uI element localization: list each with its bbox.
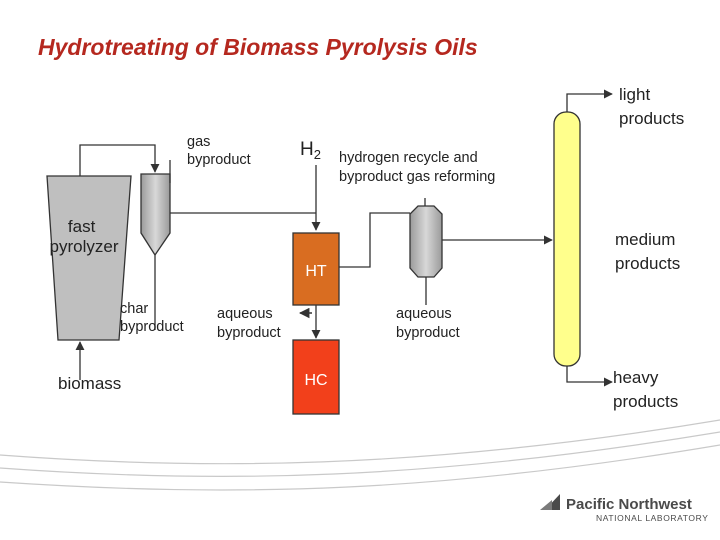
hc-label: HC [304, 372, 327, 389]
medium-products-label: medium products [615, 230, 680, 273]
distillation-column [553, 111, 581, 367]
gas-byproduct-label: gas byproduct [187, 134, 251, 168]
ht-reactor [292, 232, 340, 306]
page-title: Hydrotreating of Biomass Pyrolysis Oils [38, 34, 478, 60]
cyclone-separator [140, 173, 171, 257]
pnnl-logo-mark [540, 494, 560, 510]
fast-pyrolyzer-label: fast pyrolyzer [50, 217, 119, 256]
decorative-swoosh [0, 419, 720, 491]
fast-pyrolyzer-vessel [46, 175, 132, 341]
pyrolyzer-vapor-line [79, 144, 160, 176]
light-products-line [566, 89, 613, 112]
heavy-products-line [566, 366, 613, 387]
h2-label: H2 [300, 139, 321, 162]
hydrogen-recycle-label: hydrogen recycle and byproduct gas refor… [339, 150, 495, 185]
ht-label: HT [305, 263, 327, 280]
char-byproduct-label: char byproduct [120, 301, 184, 335]
ht-to-separator-line [339, 212, 410, 268]
pnnl-logo: Pacific Northwest NATIONAL LABORATORY [540, 494, 708, 523]
light-products-label: light products [619, 85, 684, 128]
aqueous-byproduct-left-label: aqueous byproduct [217, 306, 281, 341]
pnnl-logo-sub: NATIONAL LABORATORY [596, 513, 708, 523]
biomass-label: biomass [58, 374, 121, 393]
hc-reactor [292, 339, 340, 415]
heavy-products-label: heavy products [613, 368, 678, 411]
aqueous-byproduct-right-label: aqueous byproduct [396, 306, 460, 341]
pnnl-logo-name: Pacific Northwest [566, 496, 692, 513]
separator-vessel [409, 205, 443, 278]
